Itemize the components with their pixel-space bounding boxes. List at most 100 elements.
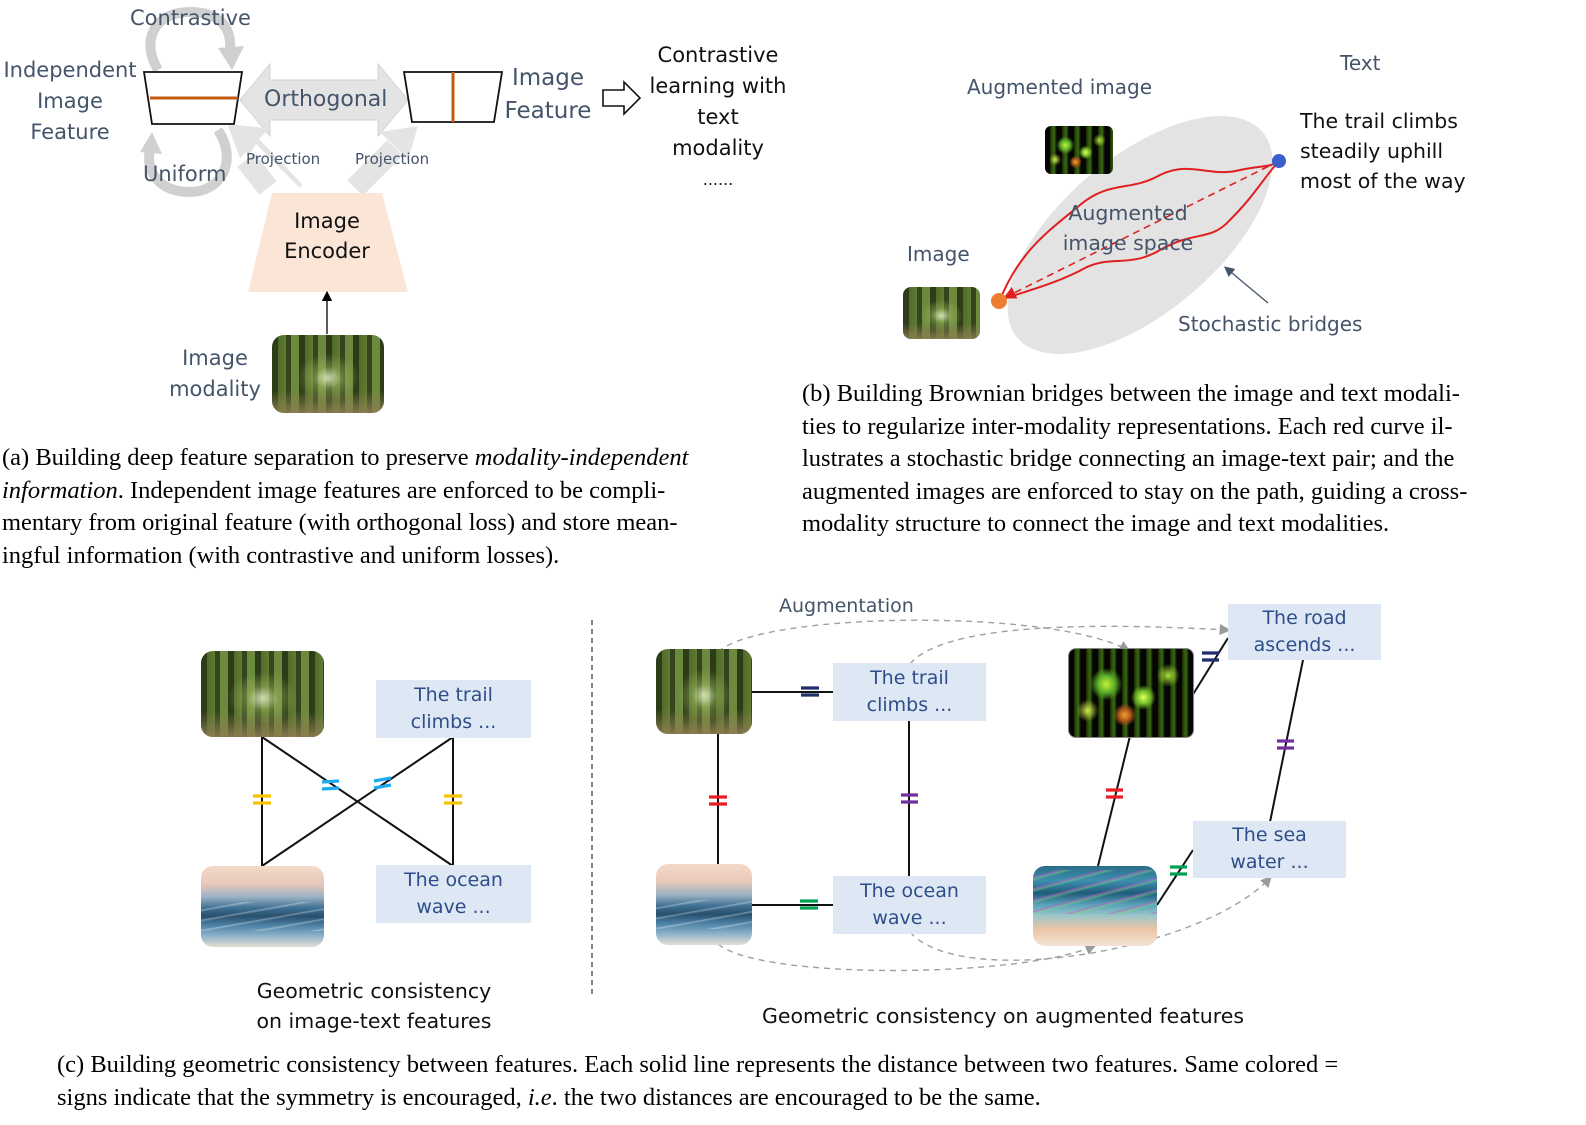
trail-line: The trail: [414, 684, 493, 706]
contrastive-label: Contrastive: [130, 6, 251, 30]
image-feature-box: [402, 71, 504, 123]
left-distance-lines: [261, 736, 454, 867]
forest-thumbnail: [903, 287, 980, 339]
trail-text-label: The trail climbs steadily uphill most of…: [1300, 106, 1466, 196]
caption-a-line-1: (a) Building deep feature separation to …: [2, 442, 766, 475]
right-ocean-photo: [656, 864, 752, 945]
hollow-right-arrow: [602, 80, 642, 116]
image-encoder-block: [248, 193, 408, 292]
caption-c: (c) Building geometric consistency betwe…: [57, 1049, 1517, 1114]
independent-line: Independent: [3, 58, 137, 82]
image-point-dot: [991, 293, 1007, 309]
caption-c-line-2: signs indicate that the symmetry is enco…: [57, 1082, 1517, 1115]
orthogonal-label: Orthogonal: [264, 87, 388, 112]
wave-line: wave ...: [872, 907, 947, 929]
augmentation-label: Augmentation: [779, 595, 914, 617]
left-ocean-photo: [201, 866, 324, 947]
road-text-box: The road ascends ...: [1228, 604, 1381, 660]
caption-b-line-4: augmented images are enforced to stay on…: [802, 477, 1468, 505]
right-ocean-text-box: The ocean wave ...: [833, 876, 986, 934]
trail-line: The trail: [870, 667, 949, 689]
left-trail-text-box: The trail climbs ...: [376, 680, 531, 738]
stochastic-bridge-curves: [999, 160, 1280, 301]
image-line: Image: [294, 209, 360, 233]
caption-c-line-2-text: signs indicate that the symmetry is enco…: [57, 1083, 528, 1111]
contrastive-line: Contrastive: [657, 43, 779, 67]
augmented-forest-photo: [1068, 648, 1194, 738]
learning-with-line: learning with: [649, 74, 787, 98]
stochastic-bridges-pointer: [1224, 266, 1269, 304]
text-label: Text: [1340, 51, 1381, 75]
ellipsis-line: ......: [702, 170, 734, 189]
right-panel-caption: Geometric consistency on augmented featu…: [762, 1004, 1245, 1028]
image-line: Image: [37, 89, 103, 113]
independent-feature-box: [142, 71, 244, 125]
augmented-forest-thumbnail: [1045, 126, 1113, 174]
augmented-ocean-photo: [1033, 866, 1157, 946]
sea-text-box: The sea water ...: [1193, 821, 1346, 878]
left-forest-photo: [201, 651, 324, 737]
stochastic-bridges-label: Stochastic bridges: [1178, 312, 1363, 336]
trail-line-3: most of the way: [1300, 169, 1466, 193]
left-caption-line-1: Geometric consistency: [256, 979, 492, 1003]
caption-a-italic-2: information: [2, 476, 118, 504]
image-label: Image: [907, 242, 970, 266]
contrastive-loop-arrow: [145, 6, 244, 73]
caption-a-line-4: ingful information (with contrastive and…: [2, 541, 560, 569]
caption-a-line-3: mentary from original feature (with orth…: [2, 509, 678, 536]
caption-b-line-1: (b) Building Brownian bridges between th…: [802, 380, 1460, 407]
caption-c-italic: i.e: [527, 1083, 552, 1111]
equal-signs-left: [253, 776, 462, 805]
forest-photo: [272, 335, 384, 413]
ocean-line: The ocean: [404, 869, 503, 891]
feature-line: Feature: [30, 120, 110, 144]
left-ocean-text-box: The ocean wave ...: [376, 865, 531, 923]
modality-line: modality: [169, 377, 261, 401]
ascends-line: ascends ...: [1253, 634, 1356, 656]
contrastive-learning-label: Contrastive learning with text modality …: [640, 40, 796, 195]
road-line: The road: [1262, 607, 1347, 629]
image-space-line: image space: [1062, 231, 1194, 255]
caption-a-italic-1: modality-independent: [474, 444, 689, 471]
equal-signs-right: [709, 651, 1294, 910]
caption-c-line-2-end: . the two distances are encouraged to be…: [551, 1083, 1041, 1111]
image-feature-label: Image Feature: [500, 62, 596, 128]
caption-b-line-5: modality structure to connect the image …: [802, 510, 1390, 537]
augmented-image-space-ellipse: [1007, 116, 1273, 354]
left-caption-line-2: on image-text features: [256, 1009, 492, 1033]
image-modality-label: Image modality: [160, 343, 270, 405]
caption-b: (b) Building Brownian bridges between th…: [802, 378, 1566, 541]
wave-line: wave ...: [416, 896, 491, 918]
caption-c-line-1: (c) Building geometric consistency betwe…: [57, 1051, 1339, 1078]
ocean-line: The ocean: [860, 880, 959, 902]
climbs-line: climbs ...: [410, 711, 497, 733]
projection-right-label: Projection: [355, 150, 430, 168]
uniform-label: Uniform: [143, 162, 227, 186]
augmented-line: Augmented: [1068, 201, 1188, 225]
trail-line-2: steadily uphill: [1300, 139, 1444, 163]
projection-left-label: Projection: [246, 150, 321, 168]
left-panel-caption: Geometric consistency on image-text feat…: [234, 976, 514, 1036]
encoder-line: Encoder: [284, 239, 370, 263]
text-line: text: [697, 105, 739, 129]
caption-a-line-2: information. Independent image features …: [2, 475, 766, 508]
trail-line-1: The trail climbs: [1300, 109, 1458, 133]
augmented-image-label: Augmented image: [967, 75, 1153, 99]
sea-line: The sea: [1232, 824, 1307, 846]
caption-a: (a) Building deep feature separation to …: [2, 442, 766, 572]
caption-a-line-1-text: (a) Building deep feature separation to …: [2, 444, 475, 471]
image-line: Image: [511, 65, 585, 91]
projection-arrow-right: [347, 126, 418, 196]
climbs-line: climbs ...: [866, 694, 953, 716]
image-encoder-label: Image Encoder: [262, 206, 392, 266]
right-forest-photo: [656, 649, 752, 734]
caption-b-line-2: ties to regularize inter-modality repres…: [802, 412, 1453, 440]
water-line: water ...: [1230, 851, 1309, 873]
right-trail-text-box: The trail climbs ...: [833, 663, 986, 721]
uniform-loop-arrow: [140, 127, 232, 198]
caption-a-line-2-text: . Independent image features are enforce…: [117, 476, 666, 504]
augmented-image-space-label: Augmented image space: [1058, 198, 1198, 258]
augmentation-arcs: [717, 619, 1272, 972]
